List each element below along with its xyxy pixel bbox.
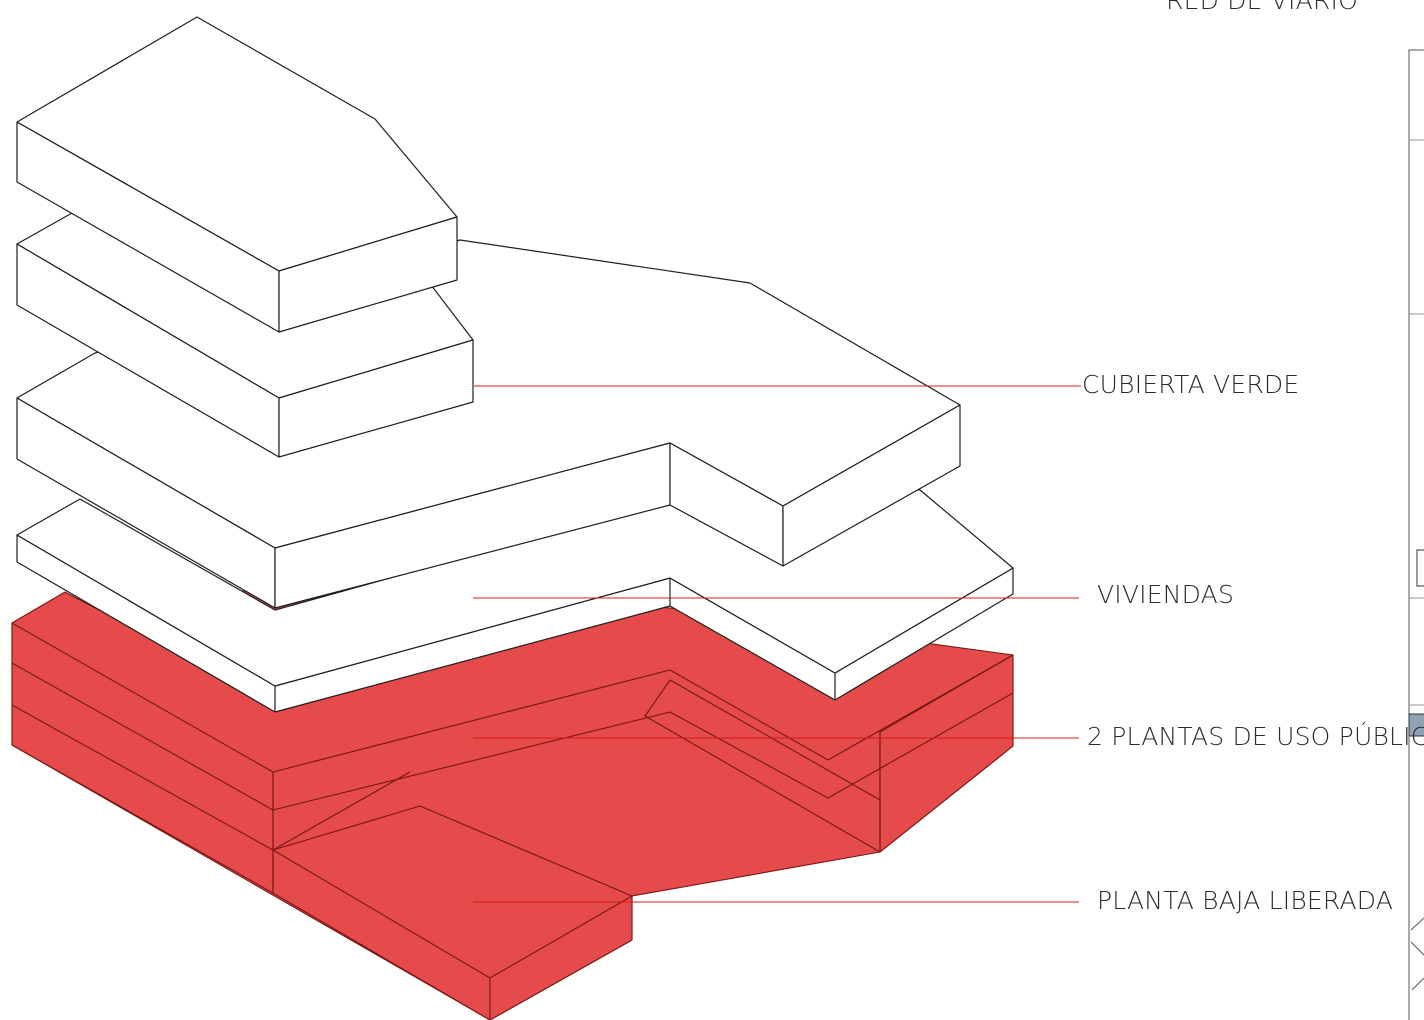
plantas-uso-publico-label: 2 PLANTAS DE USO PÚBLICO	[1087, 722, 1424, 751]
viviendas-label: VIVIENDAS	[1097, 580, 1235, 609]
top-roof-block	[16, 16, 458, 333]
cubierta-verde-label: CUBIERTA VERDE	[1082, 370, 1300, 399]
leader-lines	[473, 385, 1081, 903]
red-de-viario-label: RED DE VIARIO	[1166, 0, 1358, 15]
adjacent-panel	[1408, 49, 1424, 1020]
planta-baja-liberada-label: PLANTA BAJA LIBERADA	[1097, 886, 1394, 915]
